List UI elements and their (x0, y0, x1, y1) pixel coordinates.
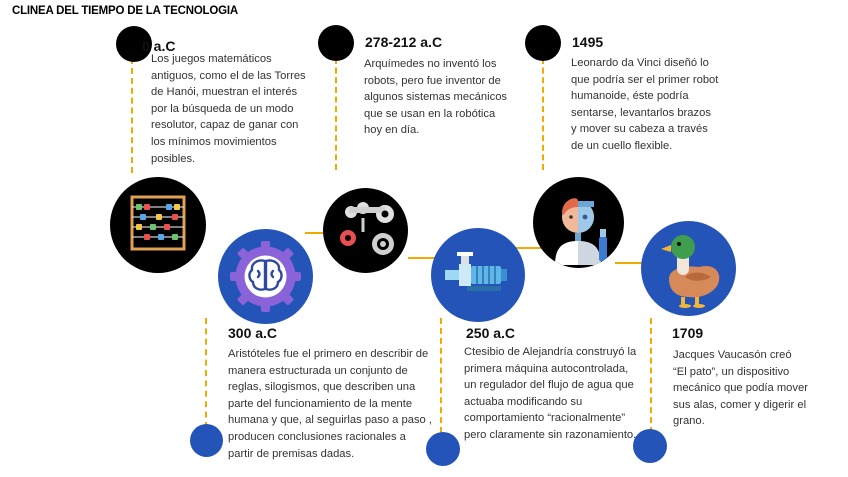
brain-gear-icon (230, 241, 301, 312)
timeline-marker-300ac (190, 424, 223, 457)
timeline-marker-250ac (426, 432, 460, 466)
timeline-marker-1709 (633, 429, 667, 463)
timeline-connector-3 (305, 232, 335, 234)
dashed-connector-1709 (650, 318, 652, 433)
dashed-connector-0ac (131, 58, 133, 173)
event-text-250ac: Ctesibio de Alejandría construyó la prim… (464, 346, 637, 441)
timeline-connector-6 (615, 262, 655, 264)
duck-icon (661, 235, 720, 308)
event-text-1495: Leonardo da Vinci diseñó lo que podría s… (571, 57, 719, 152)
gears-icon (340, 202, 394, 255)
event-text-1709: Jacques Vaucasón creó “El pato”, un disp… (673, 349, 808, 428)
event-text-278ac: Arquímedes no inventó los robots, pero f… (364, 58, 508, 137)
event-year-1495: 1495 (572, 34, 604, 50)
abacus-icon (130, 195, 186, 251)
event-icon-circle-1495 (533, 177, 624, 268)
event-year-250ac: 250 a.C (466, 325, 516, 341)
event-year-1709: 1709 (672, 325, 704, 341)
event-icon-circle-278ac (323, 188, 408, 273)
event-icon-circle-0ac (110, 177, 206, 273)
event-text-0ac: Los juegos matemáticos antiguos, como el… (151, 53, 306, 165)
dashed-connector-250ac (440, 318, 442, 433)
dashed-connector-278ac (335, 58, 337, 170)
timeline-marker-1495 (525, 25, 561, 61)
water-pump-icon (445, 252, 507, 291)
timeline-marker-278ac (318, 25, 354, 61)
humanoid-robot-icon (555, 198, 607, 265)
event-icon-circle-1709 (641, 221, 736, 316)
dashed-connector-1495 (542, 58, 544, 170)
dashed-connector-300ac (205, 318, 207, 428)
timeline-connector-5 (513, 247, 553, 249)
event-year-0ac: 0 a.C (142, 38, 176, 54)
event-year-300ac: 300 a.C (228, 325, 278, 341)
timeline-connector-4 (408, 257, 438, 259)
timeline-marker-0ac (116, 26, 152, 62)
event-icon-circle-300ac (218, 229, 313, 324)
page-title: CLINEA DEL TIEMPO DE LA TECNOLOGIA (12, 5, 238, 17)
event-text-300ac: Aristóteles fue el primero en describir … (228, 348, 432, 460)
event-icon-circle-250ac (431, 228, 525, 322)
event-year-278ac: 278-212 a.C (365, 34, 443, 50)
